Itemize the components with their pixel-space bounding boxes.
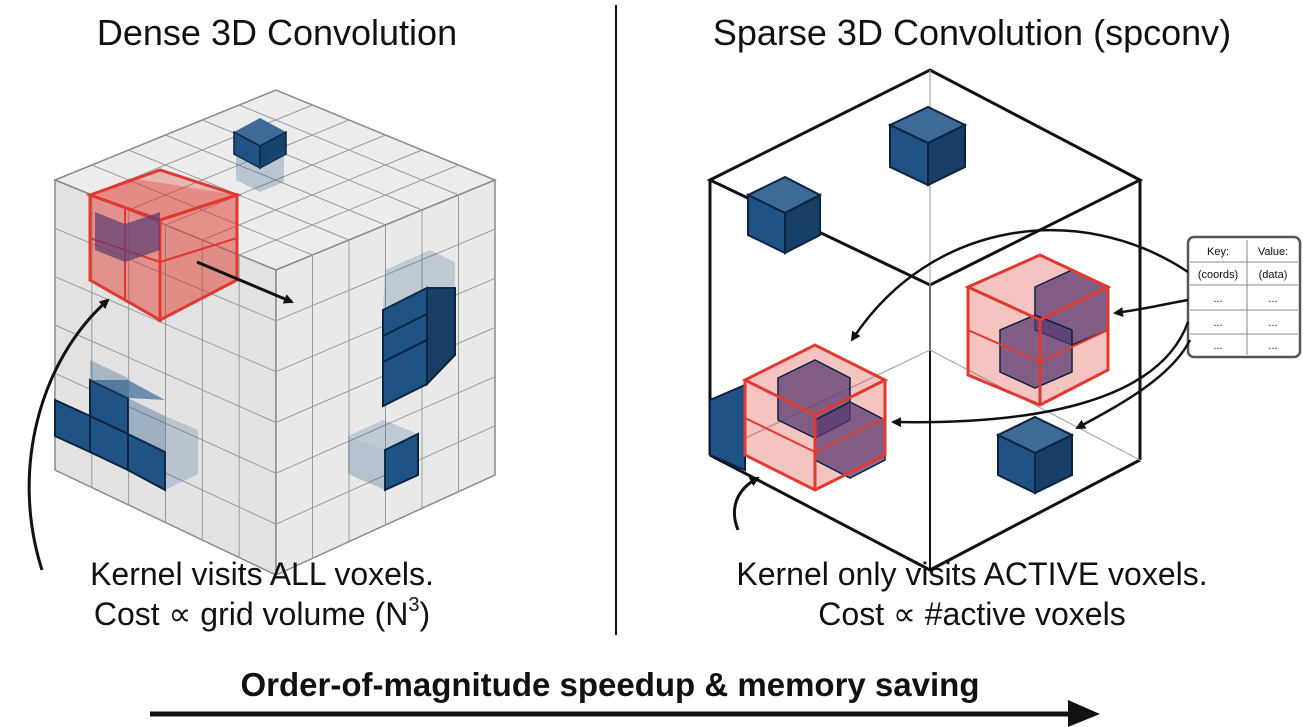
sparse-voxel-bottom-left bbox=[709, 383, 746, 472]
hash-row-key: ... bbox=[1213, 317, 1222, 329]
hash-row-value: ... bbox=[1268, 317, 1277, 329]
dense-grid-cube bbox=[53, 89, 497, 577]
speedup-banner: Order-of-magnitude speedup & memory savi… bbox=[241, 666, 980, 703]
right-title: Sparse 3D Convolution (spconv) bbox=[713, 12, 1231, 53]
dense-active-voxels bbox=[54, 118, 456, 492]
dense-voxel-right-column bbox=[382, 250, 456, 408]
left-title: Dense 3D Convolution bbox=[97, 12, 457, 53]
hash-lookup-arrows bbox=[850, 228, 1192, 430]
lookup-arrow-to-left-voxel bbox=[850, 228, 1189, 342]
hash-key-subheader: (coords) bbox=[1198, 269, 1238, 281]
right-caption-line1: Kernel only visits ACTIVE voxels. bbox=[736, 556, 1207, 592]
hash-row-value: ... bbox=[1268, 340, 1277, 352]
hash-table: Key: Value: (coords) (data) ... ... ... … bbox=[1186, 235, 1302, 359]
sparse-kernel-lower bbox=[741, 343, 889, 492]
sparse-voxel-top bbox=[887, 105, 968, 187]
left-caption-line1: Kernel visits ALL voxels. bbox=[90, 556, 434, 592]
hash-row-key: ... bbox=[1213, 293, 1222, 305]
hash-row-value: ... bbox=[1268, 293, 1277, 305]
lookup-arrow-to-upper-kernel bbox=[1113, 298, 1189, 318]
hash-row-key: ... bbox=[1213, 340, 1222, 352]
dense-voxel-bottom-cluster bbox=[54, 360, 198, 492]
sparse-active-voxels bbox=[709, 105, 1075, 495]
dense-voxel-top bbox=[233, 118, 287, 192]
left-caption-line2: Cost ∝ grid volume (N3) bbox=[94, 594, 430, 632]
speedup-arrow bbox=[150, 700, 1100, 727]
sparse-voxel-bottom-right bbox=[995, 415, 1075, 495]
dense-kernel bbox=[85, 168, 242, 323]
lookup-arrow-to-small-voxel bbox=[1075, 339, 1192, 430]
sparse-cube-outline bbox=[706, 68, 1144, 572]
hash-key-header: Key: bbox=[1207, 246, 1229, 258]
hash-value-header: Value: bbox=[1258, 246, 1288, 258]
right-caption-line2: Cost ∝ #active voxels bbox=[818, 596, 1125, 632]
lookup-arrow-to-lower-kernel bbox=[891, 321, 1190, 428]
grid-line bbox=[238, 164, 459, 256]
dense-kernel-slide-arrow bbox=[196, 260, 294, 304]
dense-caption-arrow bbox=[27, 298, 110, 571]
dense-voxel-bottom-right bbox=[348, 420, 419, 492]
hash-value-subheader: (data) bbox=[1259, 269, 1288, 281]
sparse-caption-arrow bbox=[733, 476, 760, 531]
sparse-voxel-left bbox=[745, 175, 823, 255]
sparse-kernel-upper bbox=[964, 253, 1112, 407]
